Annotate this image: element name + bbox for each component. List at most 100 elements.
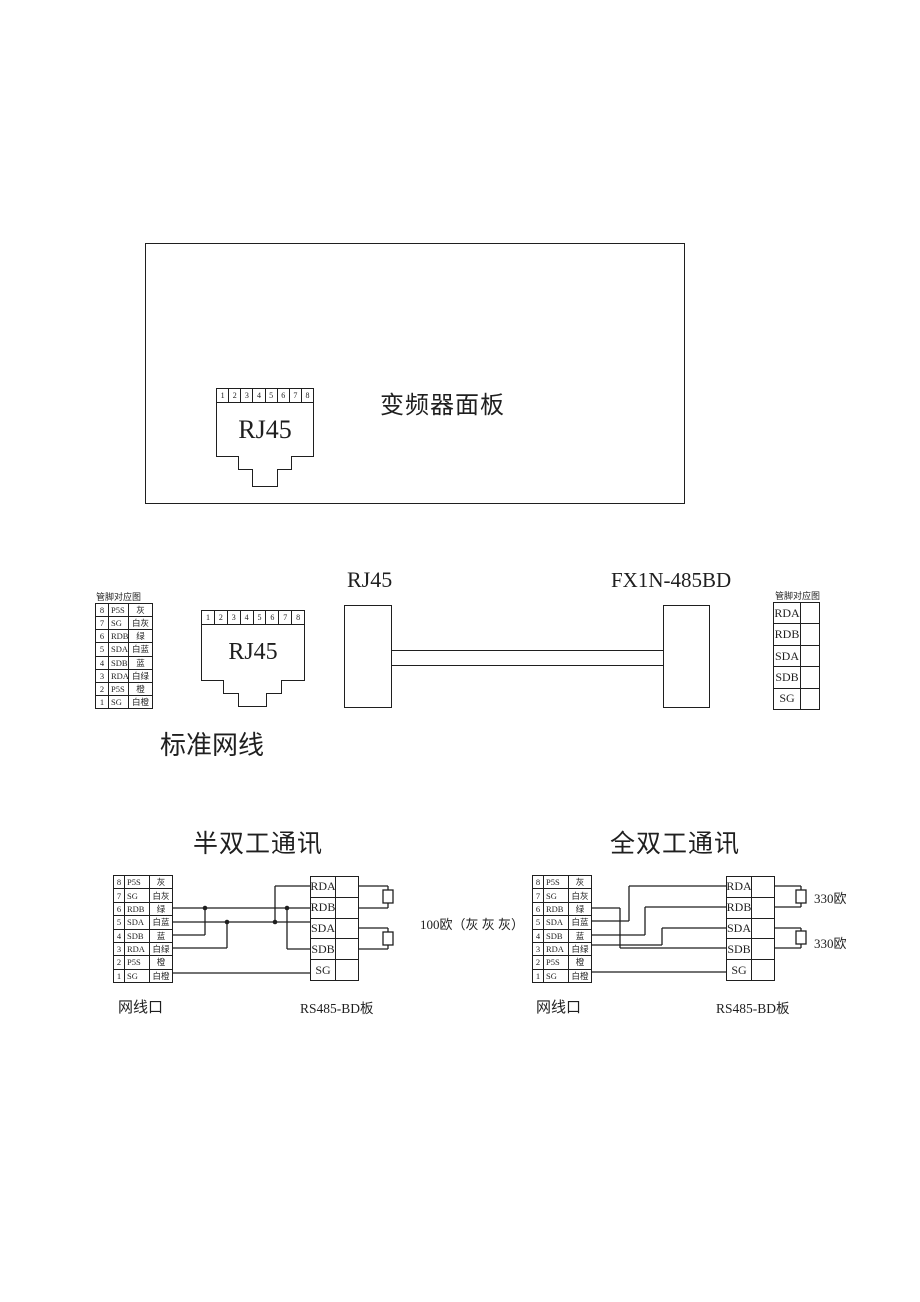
table-cell: 绿 <box>128 629 152 643</box>
table-cell: SG <box>108 694 128 708</box>
table-cell: 8 <box>532 875 543 889</box>
table-cell: 橙 <box>149 955 172 969</box>
table-cell: SDB <box>726 938 751 960</box>
table-cell: 白蓝 <box>128 642 152 656</box>
table-cell: 6 <box>113 901 124 916</box>
table-cell: 7 <box>95 616 108 630</box>
table-cell: SDB <box>310 938 335 960</box>
table-cell: SG <box>726 959 751 980</box>
rj45-jack-label: RJ45 <box>228 639 278 665</box>
table-cell: 白橙 <box>149 968 172 982</box>
table-cell: P5S <box>543 875 568 889</box>
table-cell: 4 <box>95 655 108 669</box>
pin-number-cell: 6 <box>276 388 289 403</box>
table-cell: RDB <box>108 629 128 643</box>
table-cell: 灰 <box>568 875 591 889</box>
table-row: SDA <box>773 644 819 667</box>
table-cell: SDA <box>726 917 751 939</box>
half-duplex-board-label: RS485-BD板 <box>300 1001 374 1016</box>
table-cell: SG <box>108 616 128 630</box>
table-cell: 2 <box>532 955 543 969</box>
pin-number-cell: 7 <box>278 610 292 625</box>
pin-number-cell: 5 <box>252 610 266 625</box>
table-cell: 5 <box>95 642 108 656</box>
table-cell: 白灰 <box>128 616 152 630</box>
table-cell <box>335 959 358 980</box>
table-cell: 7 <box>113 888 124 902</box>
table-cell: 8 <box>95 603 108 617</box>
table-row: RDA <box>726 876 774 897</box>
table-cell <box>751 959 774 980</box>
pin-number-cell: 2 <box>213 610 227 625</box>
pin-number-cell: 4 <box>252 388 265 403</box>
table-row: SG <box>773 687 819 710</box>
full-duplex-wiring <box>591 885 807 973</box>
cable-plug-right <box>663 605 710 708</box>
table-cell <box>751 917 774 939</box>
table-cell: 2 <box>113 955 124 969</box>
table-cell: P5S <box>108 603 128 617</box>
table-cell: SG <box>543 888 568 902</box>
inverter-panel-box <box>145 243 685 504</box>
table-cell: 1 <box>95 694 108 708</box>
table-cell: 4 <box>532 928 543 942</box>
table-cell: RDA <box>108 668 128 682</box>
full-duplex-board-label: RS485-BD板 <box>716 1001 790 1016</box>
table-cell <box>800 644 819 667</box>
table-cell: 白蓝 <box>568 915 591 929</box>
cable-left-label: RJ45 <box>347 567 393 592</box>
table-cell: 蓝 <box>568 928 591 942</box>
table-cell <box>800 623 819 645</box>
table-cell: 蓝 <box>149 928 172 942</box>
table-cell: P5S <box>124 955 149 969</box>
table-row: SDA <box>726 917 774 939</box>
table-row: RDA <box>310 876 358 897</box>
table-row: SDA <box>310 917 358 939</box>
cable-cord <box>392 650 663 666</box>
table-cell <box>800 602 819 624</box>
table-cell: RDB <box>773 623 800 645</box>
pin-number-cell: 7 <box>288 388 301 403</box>
table-cell: RDA <box>773 602 800 624</box>
pin-number-cell: 4 <box>239 610 253 625</box>
table-cell: 4 <box>113 928 124 942</box>
table-cell: 绿 <box>568 901 591 916</box>
table-cell: 3 <box>95 668 108 682</box>
table-row: SG <box>310 959 358 980</box>
table-cell: P5S <box>124 875 149 889</box>
table-cell: 2 <box>95 681 108 695</box>
table-cell: RDA <box>543 941 568 956</box>
standard-cable-caption: 标准网线 <box>160 731 265 760</box>
table-cell: SDA <box>543 915 568 929</box>
table-cell: 8 <box>113 875 124 889</box>
table-cell: 白蓝 <box>149 915 172 929</box>
table-cell: 3 <box>532 941 543 956</box>
rj45-jack-tab <box>238 693 267 707</box>
pin-number-cell: 3 <box>226 610 240 625</box>
terminator-label-2: 330欧 <box>814 936 847 951</box>
table-cell: 白灰 <box>568 888 591 902</box>
table-cell: 白绿 <box>568 941 591 956</box>
table-cell: 白绿 <box>128 668 152 682</box>
table-cell <box>335 917 358 939</box>
table-cell: 1 <box>113 968 124 982</box>
table-cell: 白绿 <box>149 941 172 956</box>
